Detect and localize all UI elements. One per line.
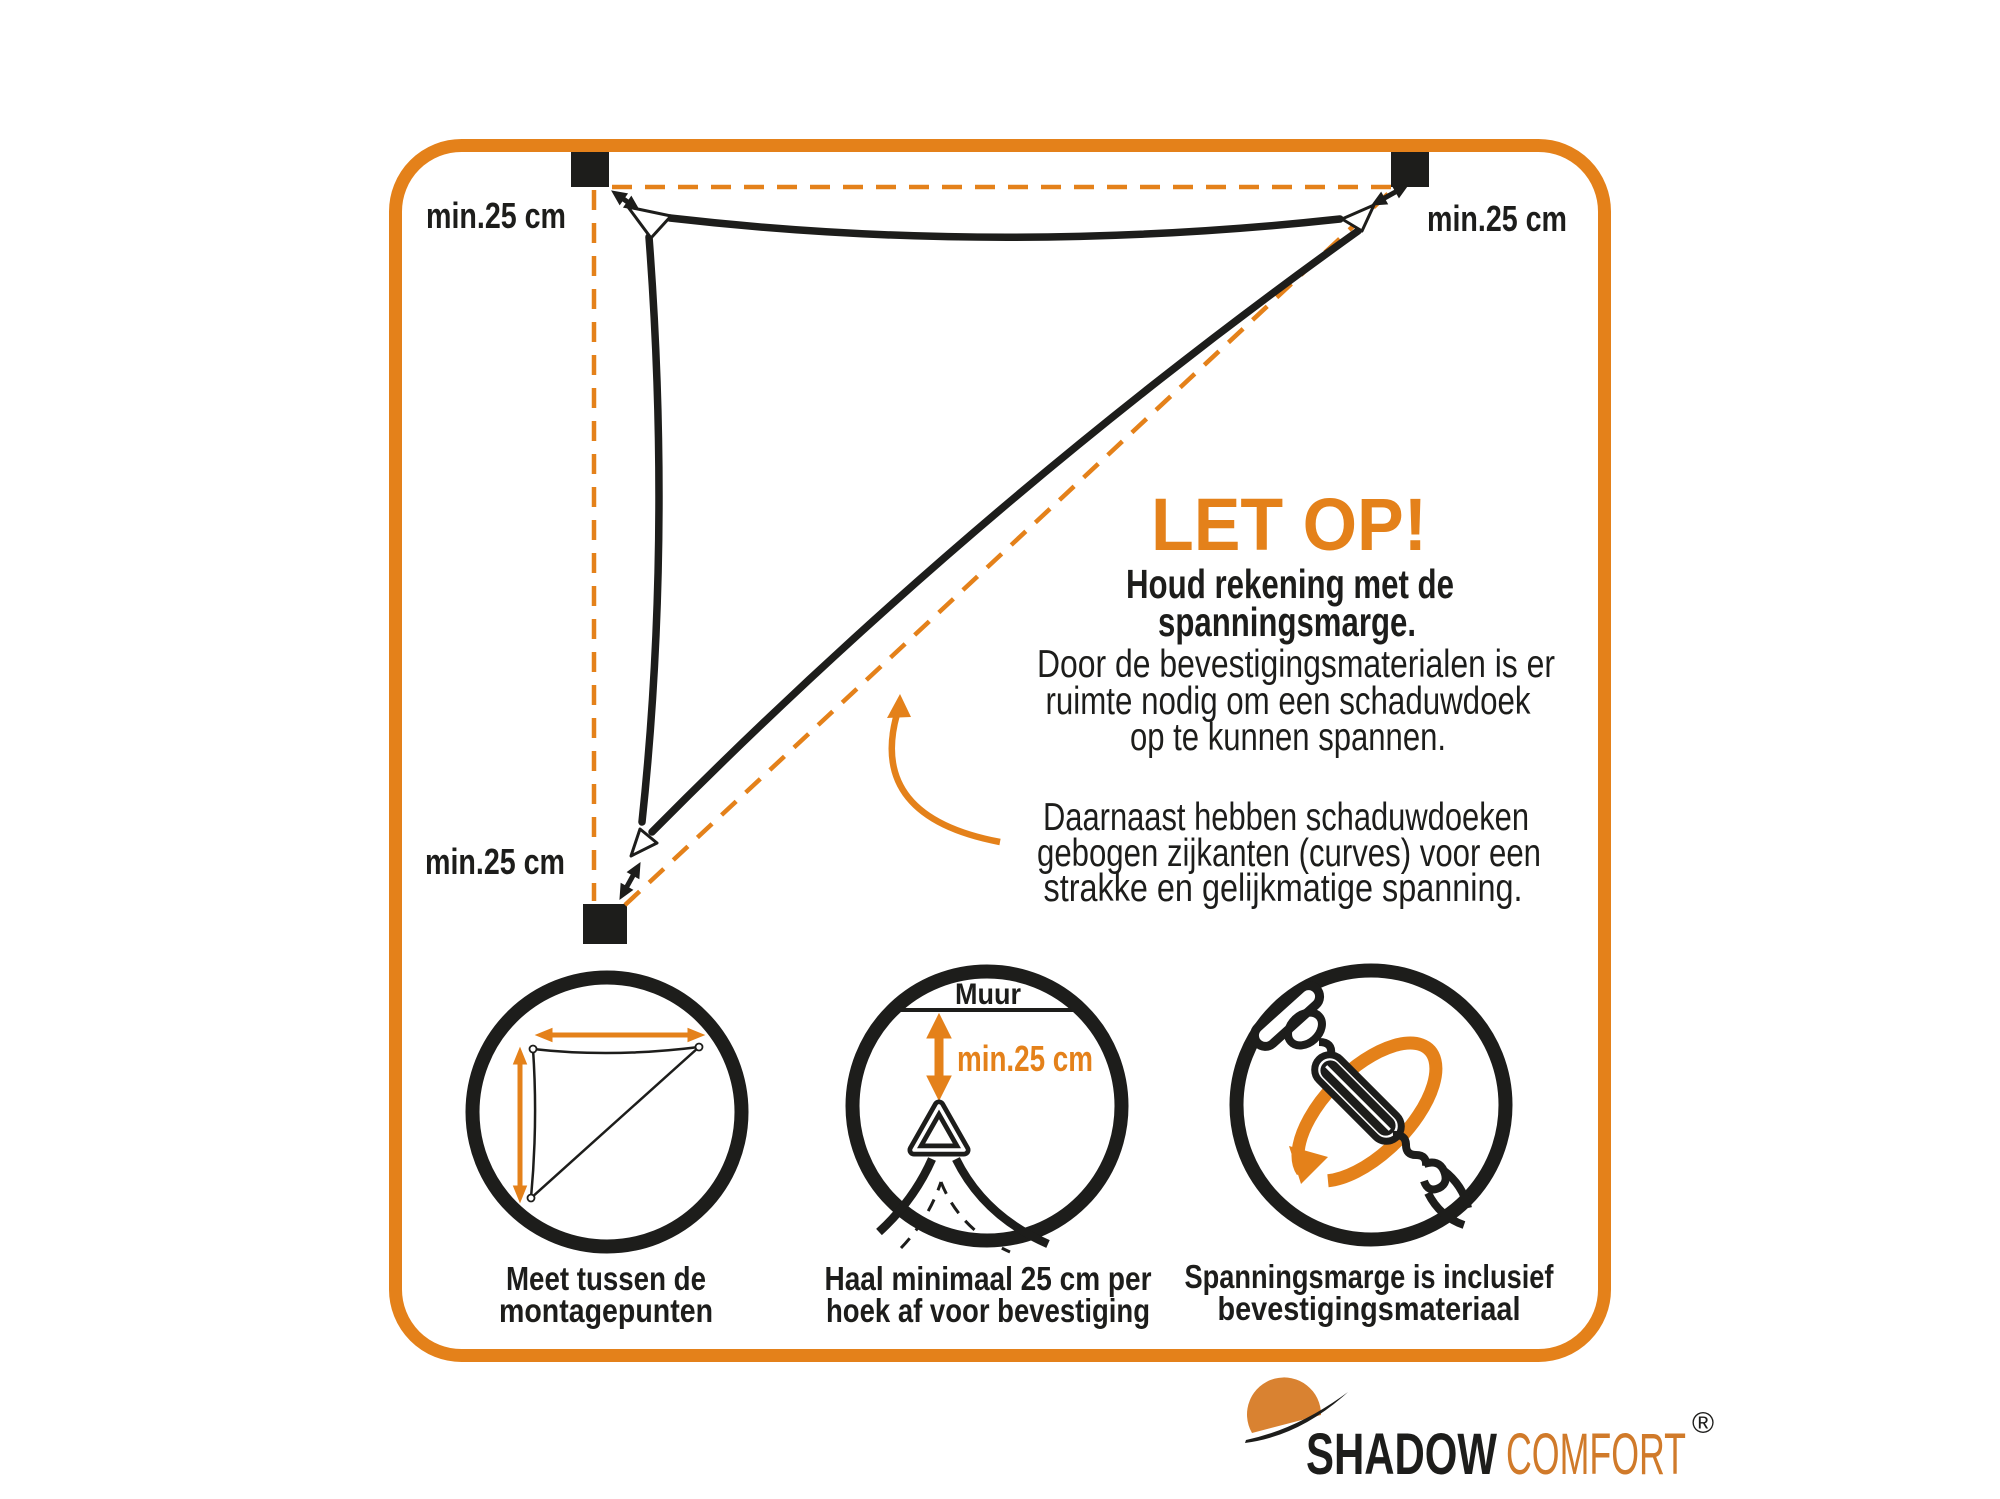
svg-text:Door de bevestigingsmaterialen: Door de bevestigingsmaterialen is er <box>1037 643 1555 686</box>
svg-text:op te kunnen spannen.: op te kunnen spannen. <box>1130 716 1446 759</box>
svg-text:spanningsmarge.: spanningsmarge. <box>1158 599 1416 645</box>
svg-text:montagepunten: montagepunten <box>499 1292 713 1329</box>
svg-text:®: ® <box>1692 1407 1714 1440</box>
svg-text:Meet tussen de: Meet tussen de <box>506 1260 706 1297</box>
svg-text:strakke en gelijkmatige spanni: strakke en gelijkmatige spanning. <box>1044 867 1523 910</box>
svg-text:min.25 cm: min.25 cm <box>425 841 565 882</box>
svg-text:min.25 cm: min.25 cm <box>1427 198 1567 239</box>
svg-text:SHADOW: SHADOW <box>1306 1422 1497 1487</box>
svg-text:ruimte nodig om een schaduwdoe: ruimte nodig om een schaduwdoek <box>1046 680 1531 723</box>
svg-text:gebogen zijkanten (curves) voo: gebogen zijkanten (curves) voor een <box>1037 832 1541 875</box>
svg-text:Haal minimaal 25 cm per: Haal minimaal 25 cm per <box>825 1260 1152 1297</box>
svg-text:min.25 cm: min.25 cm <box>957 1038 1093 1079</box>
svg-text:hoek af voor bevestiging: hoek af voor bevestiging <box>826 1292 1150 1329</box>
svg-text:Muur: Muur <box>955 978 1021 1011</box>
svg-text:COMFORT: COMFORT <box>1506 1422 1686 1487</box>
svg-text:min.25 cm: min.25 cm <box>426 195 566 236</box>
svg-text:Houd rekening met de: Houd rekening met de <box>1126 561 1454 607</box>
svg-text:Spanningsmarge is inclusief: Spanningsmarge is inclusief <box>1185 1258 1555 1295</box>
svg-text:bevestigingsmateriaal: bevestigingsmateriaal <box>1218 1290 1521 1327</box>
svg-text:LET OP!: LET OP! <box>1151 483 1427 566</box>
svg-text:Daarnaast hebben schaduwdoeken: Daarnaast hebben schaduwdoeken <box>1043 796 1529 839</box>
